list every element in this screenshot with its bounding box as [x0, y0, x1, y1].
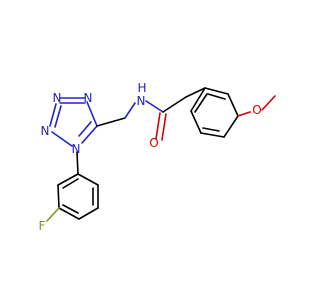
atom-labels: N N N N H N O O F [39, 81, 262, 233]
tetrazole-ring [49, 97, 98, 147]
bond-nh-carbonyl [145, 100, 164, 113]
bond-c-o-double [161, 113, 167, 141]
bond-ring-3 [223, 115, 239, 138]
amide-linker [96, 96, 187, 141]
atom-o-methoxy: O [252, 103, 261, 117]
bond-ring-1 [204, 87, 229, 95]
atom-f: F [39, 219, 46, 233]
fluorophenyl-ring [46, 151, 99, 222]
bond-carbonyl-ch2 [162, 96, 187, 113]
bond-ch2-nh [124, 102, 136, 119]
bond-c5-n1-double [78, 121, 92, 137]
bond-ring-5 [190, 110, 202, 134]
atom-n2: N [41, 124, 50, 138]
bond-n1-ring [76, 151, 79, 175]
bond-ring-inner-2 [202, 127, 220, 132]
bond-n1-n2 [51, 131, 73, 147]
atom-n-amide: N [137, 94, 146, 108]
atom-o-carbonyl: O [149, 136, 158, 150]
bond-ring-4 [200, 132, 225, 138]
atom-n4: N [84, 91, 93, 105]
bond-n2-n3-double [54, 105, 62, 128]
atom-n3: N [53, 91, 62, 105]
molecule-structure: N N N N H N O O F [39, 81, 276, 233]
bond-fring-4 [58, 207, 80, 220]
bond-ring-2 [227, 93, 239, 117]
bond-ring-inner-1 [207, 93, 226, 100]
bond-fring-inner-2 [62, 204, 79, 214]
atom-n1: N [72, 142, 81, 156]
bond-fring-5 [57, 184, 60, 209]
bond-fring-6 [57, 173, 79, 186]
methoxyphenyl-ring [185, 87, 276, 138]
bond-ring-o [237, 111, 251, 117]
bond-fring-1 [77, 173, 99, 186]
bond-fring-3 [78, 207, 99, 220]
bond-ring-f [46, 207, 60, 222]
bond-ring-6 [190, 87, 206, 112]
bond-c-o [155, 112, 161, 140]
bond-c5-n1 [81, 125, 98, 144]
bond-o-methyl [261, 95, 276, 111]
bond-n4-c5 [86, 101, 98, 127]
bond-ring-inner-3 [194, 93, 208, 113]
atom-h-amide: H [137, 81, 146, 95]
bond-fring-inner-3 [62, 178, 79, 189]
bond-ch2-ring [185, 87, 206, 98]
bond-n2-n3 [49, 103, 57, 127]
bond-c5-ch2 [96, 117, 126, 127]
